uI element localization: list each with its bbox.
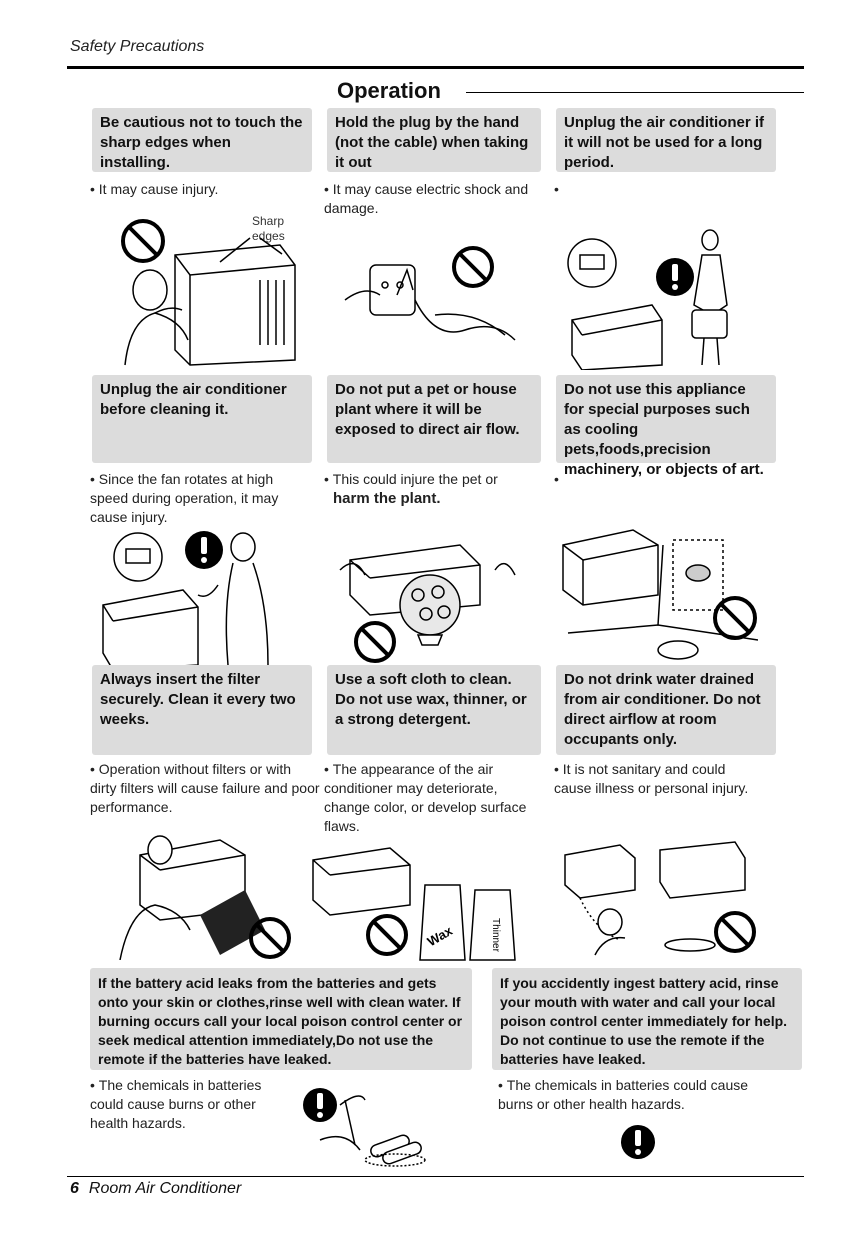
note-drain-water: It is not sanitary and could cause illne… [554,760,764,798]
prohibited-icon [714,911,756,953]
illustration-unplug-long-period [567,229,728,370]
warning-box-battery-ingest: If you accidently ingest battery acid, r… [492,968,802,1070]
illustration-unplug-before-cleaning [102,531,269,670]
prohibited-icon [366,914,408,956]
caution-icon [185,531,223,569]
note-pet-plant: This could injure the pet or harm the pl… [324,470,539,508]
page-header-title: Safety Precautions [70,38,205,55]
note-sharp-edges: It may cause injury. [90,180,305,199]
warning-box-battery-skin: If the battery acid leaks from the batte… [90,968,472,1070]
illustration-drain-water [564,841,756,956]
illustration-battery-leak [303,1088,426,1167]
warning-box-filter: Always insert the filter securely. Clean… [92,665,312,755]
caution-icon [303,1088,337,1122]
thinner-bottle-label: Thinner [490,918,501,953]
caution-icon [621,1125,655,1159]
illustration-soft-cloth: Wax Thinner [312,847,516,961]
warning-box-soft-cloth: Use a soft cloth to clean. Do not use wa… [327,665,541,755]
note-filter: Operation without filters or with dirty … [90,760,320,817]
illustration-sharp-edges [121,219,296,366]
section-title-line [466,92,804,93]
prohibited-icon [354,621,396,663]
prohibited-icon [249,917,291,959]
warning-box-unplug-long-period: Unplug the air conditioner if it will no… [556,108,776,172]
warning-box-special-purposes: Do not use this appliance for special pu… [556,375,776,478]
warning-box-drain-water: Do not drink water drained from air cond… [556,665,776,755]
prohibited-icon [121,219,165,263]
top-rule [67,66,804,69]
warning-box-unplug-before-cleaning: Unplug the air conditioner before cleani… [92,375,312,463]
note-battery-skin: The chemicals in batteries could cause b… [90,1076,290,1133]
note-soft-cloth: The appearance of the air conditioner ma… [324,760,539,836]
note-unplug-before-cleaning: Since the fan rotates at high speed duri… [90,470,310,527]
page-footer: 6 Room Air Conditioner [70,1180,241,1198]
note-hold-plug: It may cause electric shock and damage. [324,180,534,218]
note-special-purposes [554,470,764,489]
illustration-filter [119,835,291,960]
note-unplug-long-period [554,180,764,199]
illustration-hold-plug [344,246,516,341]
illustration-special-purposes [562,529,758,660]
warning-box-hold-plug: Hold the plug by the hand (not the cable… [327,108,541,172]
note-battery-ingest: The chemicals in batteries could cause b… [498,1076,778,1114]
caution-icon [656,258,694,296]
illustration-pet-plant [339,544,516,663]
bottom-rule [67,1176,804,1177]
prohibited-icon [452,246,494,288]
footer-title: Room Air Conditioner [88,1180,242,1197]
warning-box-pet-plant: Do not put a pet or house plant where it… [327,375,541,463]
section-title: Operation [337,78,441,103]
filter-panel [200,890,265,955]
prohibited-icon [713,596,757,640]
callout-sharp-edges: Sharp edges [252,214,285,243]
warning-box-sharp-edges: Be cautious not to touch the sharp edges… [92,108,312,172]
page-number: 6 [70,1180,79,1197]
